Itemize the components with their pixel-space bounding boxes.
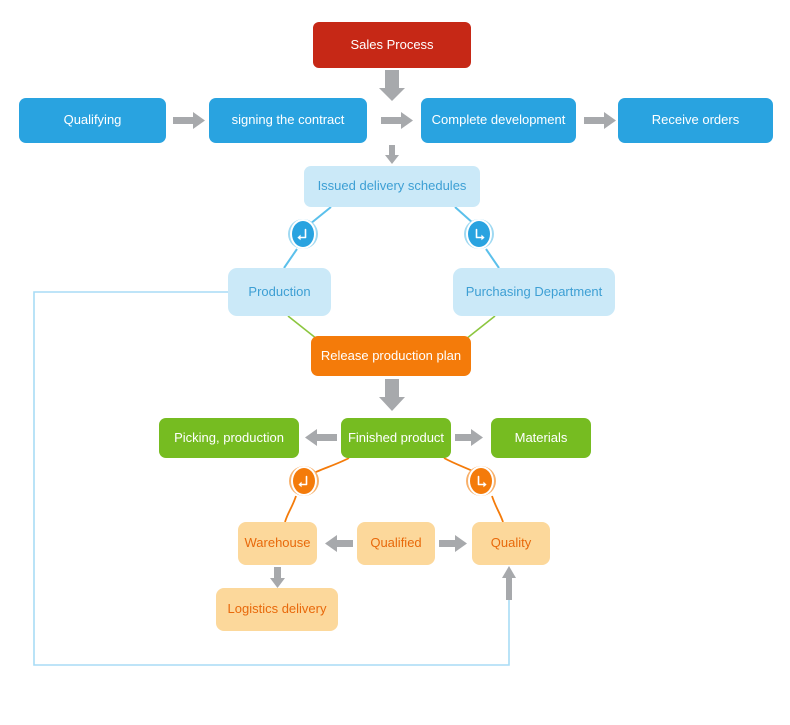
arrow-qualifying-to-signing <box>173 112 205 129</box>
badge-purchasing-connector[interactable] <box>464 219 494 249</box>
node-label: signing the contract <box>231 112 345 128</box>
badge-warehouse-connector[interactable] <box>289 466 319 496</box>
node-receive-orders[interactable]: Receive orders <box>618 98 773 143</box>
node-label: Quality <box>490 535 532 551</box>
arrow-complete-to-receive <box>584 112 616 129</box>
line-issued-to-badge-production <box>309 206 332 225</box>
arrow-sales-to-row <box>379 70 405 101</box>
node-qualifying[interactable]: Qualifying <box>19 98 166 143</box>
arrow-qualified-to-warehouse <box>325 535 353 552</box>
arrow-warehouse-to-logistics <box>270 567 285 588</box>
arrow-finished-to-materials <box>455 429 483 446</box>
node-label: Logistics delivery <box>227 601 327 617</box>
node-label: Purchasing Department <box>465 283 603 299</box>
node-label: Finished product <box>347 429 445 445</box>
node-issued-delivery-schedules[interactable]: Issued delivery schedules <box>304 166 480 207</box>
node-label: Production <box>248 283 311 299</box>
badge-production-connector[interactable] <box>288 219 318 249</box>
node-qualified[interactable]: Qualified <box>357 522 435 565</box>
node-label: Receive orders <box>651 112 740 128</box>
node-finished-product[interactable]: Finished product <box>341 418 451 458</box>
arrow-down-right-circle-icon <box>466 219 492 249</box>
node-label: Complete development <box>431 112 566 128</box>
loop-production-to-quality <box>33 291 510 666</box>
node-production[interactable]: Production <box>228 268 331 316</box>
arrow-down-left-glyph <box>297 228 307 241</box>
node-materials[interactable]: Materials <box>491 418 591 458</box>
node-label: Picking, production <box>174 429 284 445</box>
line-purchasing-to-release <box>465 315 496 340</box>
line-badge-production-to-production <box>283 248 298 269</box>
line-production-to-release <box>287 315 318 340</box>
node-picking-production[interactable]: Picking, production <box>159 418 299 458</box>
arrow-finished-to-picking <box>305 429 337 446</box>
arrow-down-left-circle-icon <box>290 219 316 249</box>
curve-badge-to-warehouse <box>284 495 297 523</box>
node-label: Issued delivery schedules <box>317 178 467 194</box>
node-warehouse[interactable]: Warehouse <box>238 522 317 565</box>
node-quality[interactable]: Quality <box>472 522 550 565</box>
node-label: Qualifying <box>63 112 122 128</box>
node-purchasing-department[interactable]: Purchasing Department <box>453 268 615 316</box>
arrow-signing-to-complete <box>381 112 413 129</box>
node-sales-process[interactable]: Sales Process <box>313 22 471 68</box>
loop-arrowhead-into-quality <box>502 566 516 600</box>
arrow-down-left-circle-icon <box>291 466 317 496</box>
node-label: Warehouse <box>244 535 311 551</box>
arrow-qualified-to-quality <box>439 535 467 552</box>
badge-quality-connector[interactable] <box>466 466 496 496</box>
arrow-down-left-glyph <box>298 475 308 488</box>
node-label: Sales Process <box>350 36 434 52</box>
node-label: Release production plan <box>320 347 462 363</box>
curve-badge-to-quality <box>491 495 504 523</box>
node-signing-the-contract[interactable]: signing the contract <box>209 98 367 143</box>
arrow-row-to-issued <box>385 145 399 164</box>
node-complete-development[interactable]: Complete development <box>421 98 576 143</box>
arrow-down-right-glyph <box>477 475 487 488</box>
node-label: Qualified <box>370 535 422 551</box>
line-badge-purchasing-to-purchasing <box>485 248 500 269</box>
arrow-down-right-glyph <box>475 228 485 241</box>
arrow-down-right-circle-icon <box>468 466 494 496</box>
node-label: Materials <box>514 429 568 445</box>
arrow-release-to-finished <box>379 379 405 411</box>
node-logistics-delivery[interactable]: Logistics delivery <box>216 588 338 631</box>
node-release-production-plan[interactable]: Release production plan <box>311 336 471 376</box>
